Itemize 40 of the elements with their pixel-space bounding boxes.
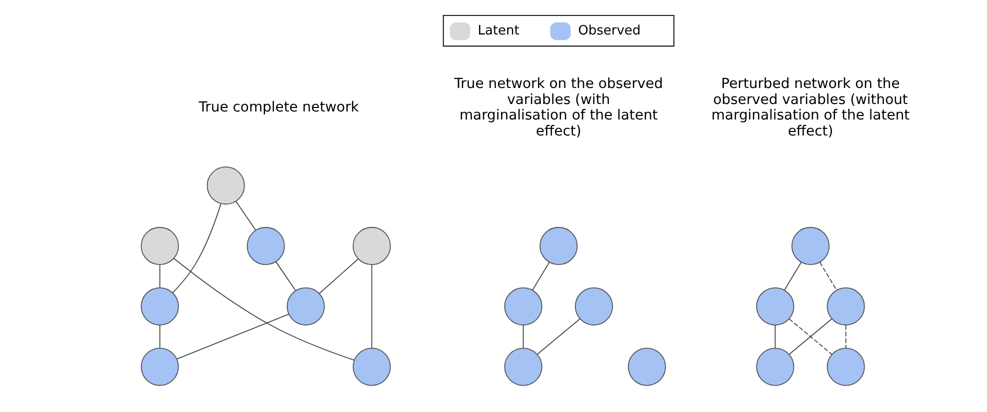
node-circle: [539, 226, 578, 266]
node-circle: [826, 287, 864, 326]
node-circle: [756, 287, 794, 326]
legend-label: Latent: [477, 24, 519, 39]
connector: [788, 318, 832, 355]
connector: [176, 314, 289, 360]
connector: [844, 324, 846, 349]
connector: [172, 203, 221, 294]
connector: [274, 261, 296, 291]
connector: [234, 200, 256, 231]
node-circle: [140, 348, 178, 386]
connector: [818, 262, 836, 290]
connector: [318, 258, 358, 294]
node-circle: [504, 348, 542, 386]
connector: [158, 264, 160, 288]
legend-label: Observed: [578, 24, 640, 39]
label: Perturbed network on the observed variables (without marginalisation of the latent effect): [710, 76, 910, 140]
node-circle: [826, 348, 864, 386]
node-circle: [352, 348, 390, 386]
connector: [536, 318, 580, 355]
connector: [774, 324, 776, 349]
connector: [158, 324, 160, 349]
connector: [532, 262, 550, 290]
node-circle: [286, 287, 324, 326]
connector: [784, 262, 802, 290]
node-circle: [627, 348, 666, 386]
connector: [172, 258, 354, 361]
node-circle: [246, 226, 284, 266]
node-circle: [574, 287, 612, 326]
node-circle: [140, 226, 178, 266]
node-circle: [504, 287, 542, 326]
node-circle: [352, 226, 390, 266]
connector: [370, 264, 372, 348]
connector: [522, 324, 524, 349]
node-circle: [206, 166, 244, 205]
node-circle: [756, 348, 794, 386]
label: True network on the observed variables (with marginalisation of the latent effect): [454, 76, 662, 140]
node-circle: [790, 226, 830, 266]
label: True complete network: [198, 100, 358, 116]
node-circle: [140, 287, 178, 326]
